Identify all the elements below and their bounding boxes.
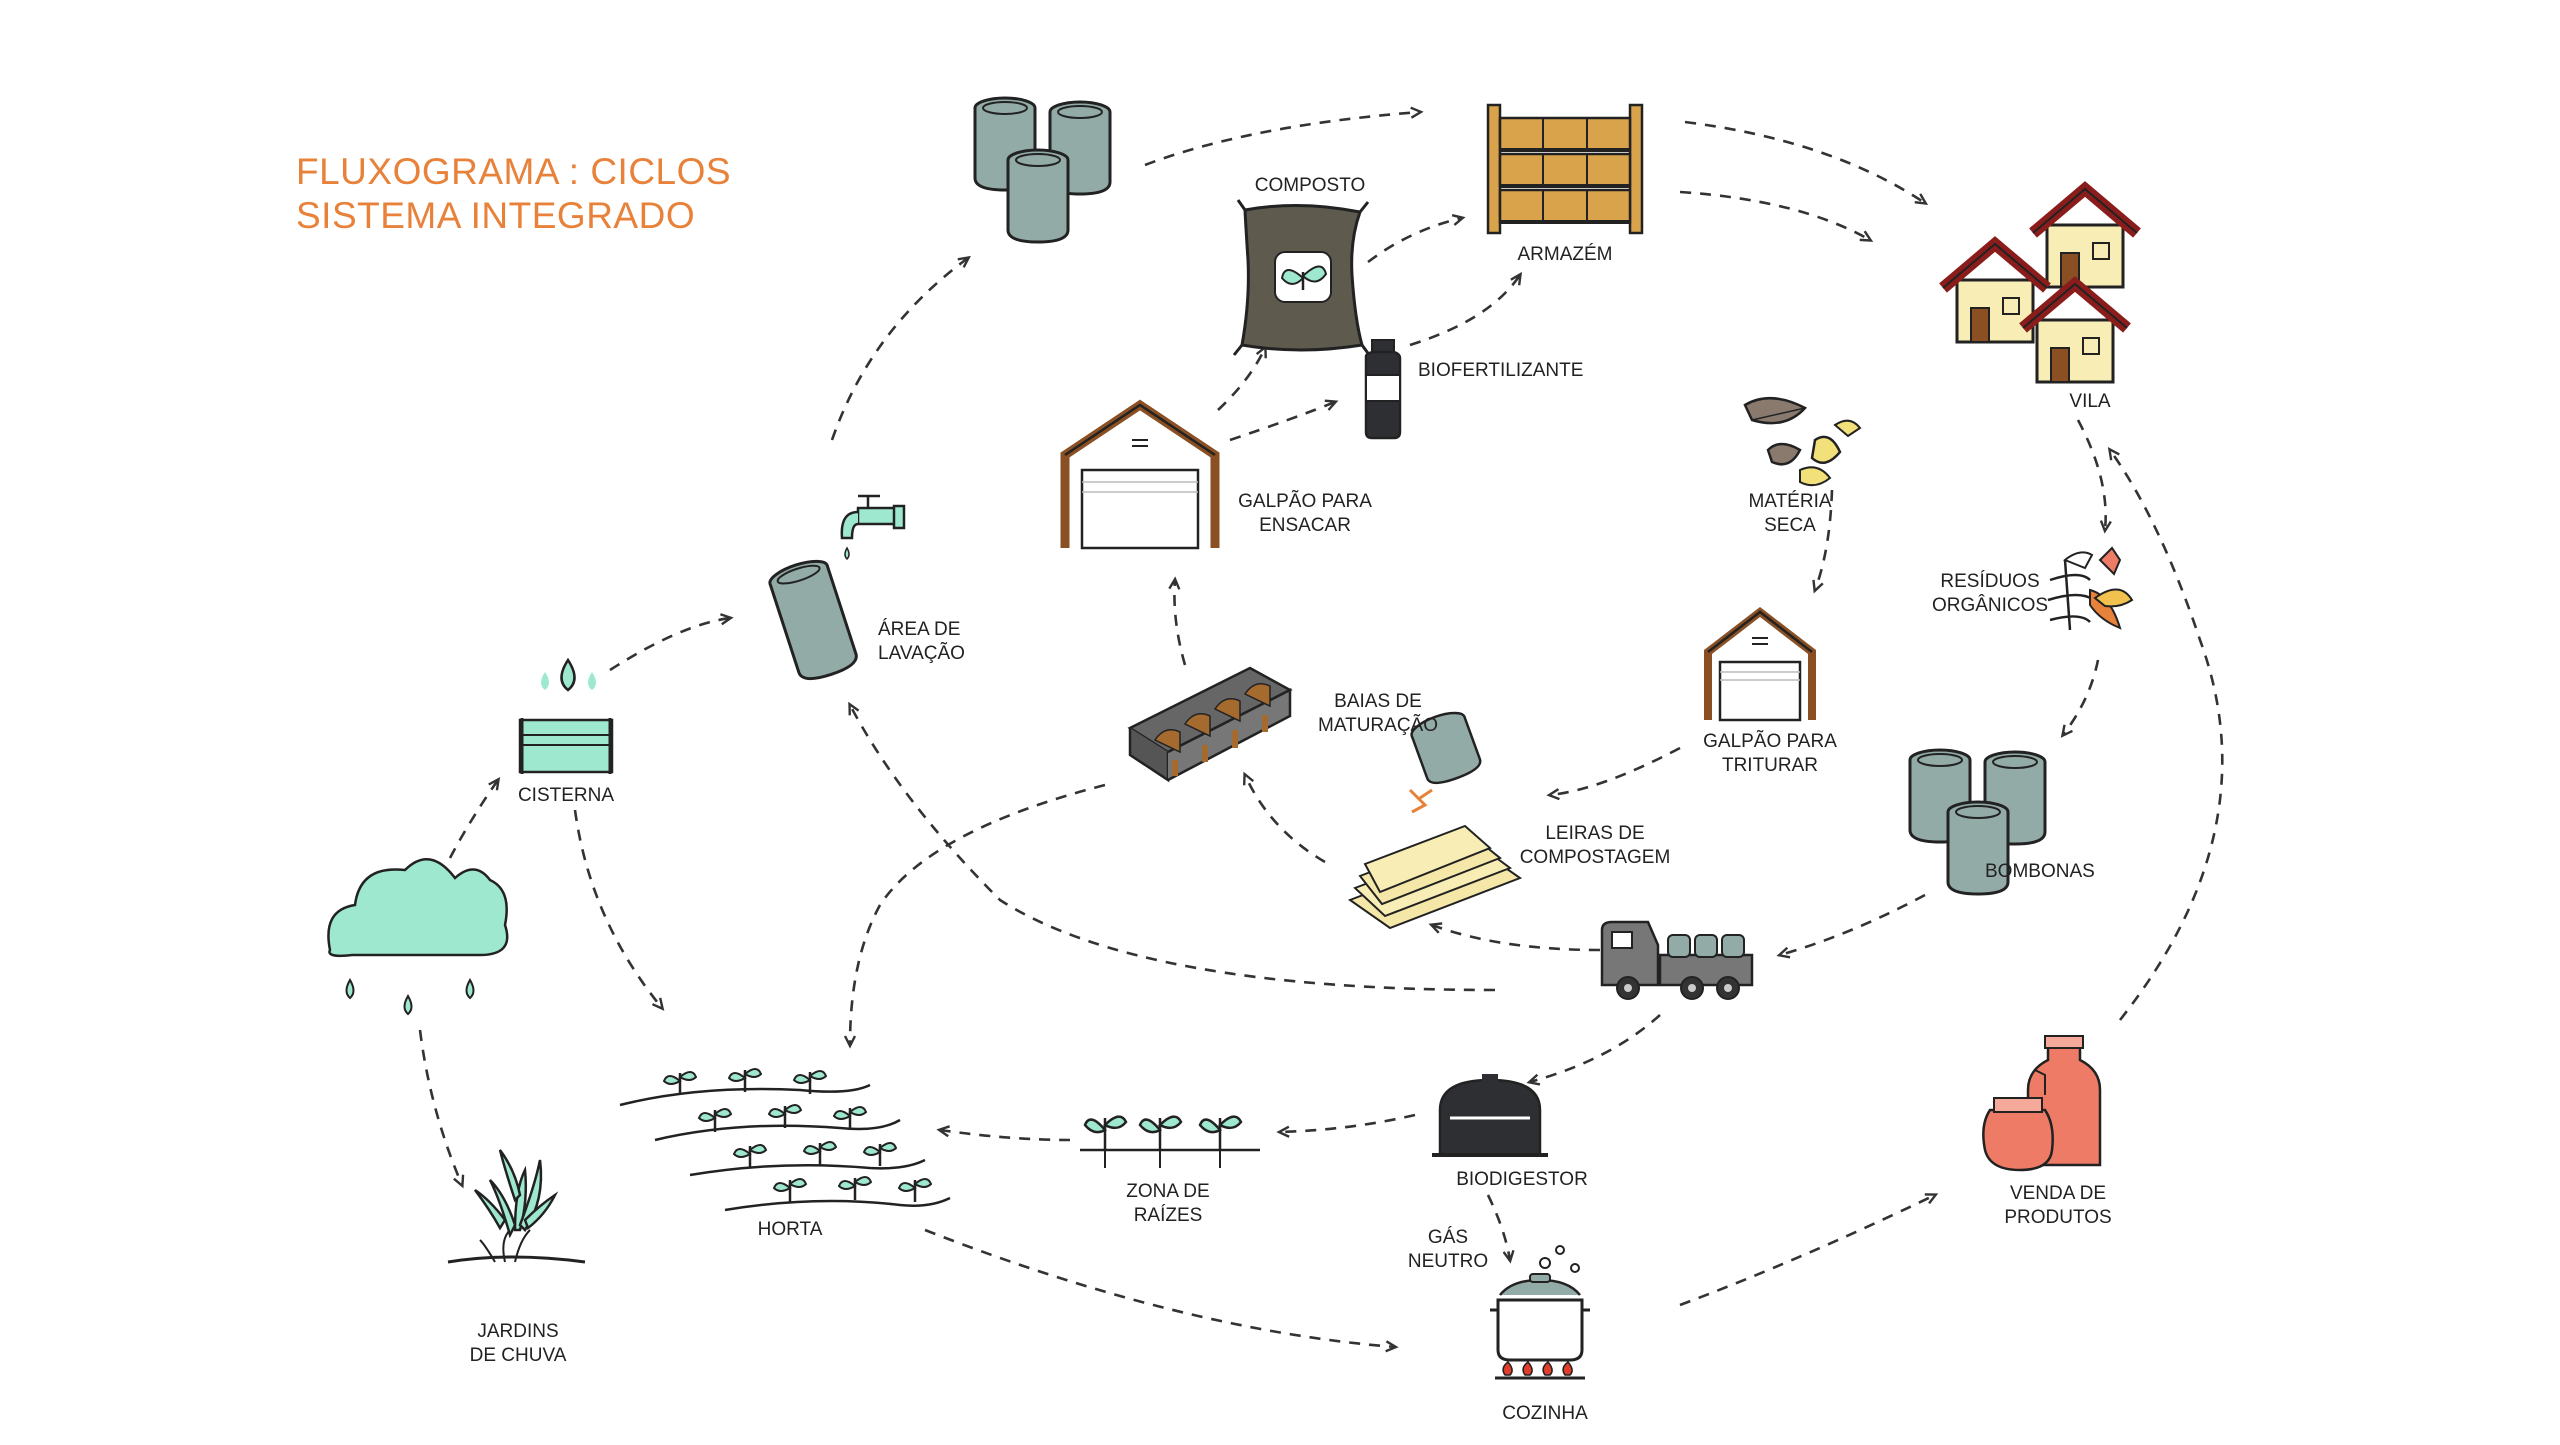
leaves-icon	[1743, 396, 1862, 487]
arrow-cisterna-lavacao	[609, 618, 730, 672]
faucet-icon	[840, 494, 906, 561]
truck-icon	[1600, 920, 1754, 1000]
label-biodigestor: BIODIGESTOR	[1456, 1169, 1588, 1190]
arrow-galpao-bio	[1229, 402, 1335, 442]
arrow-truck-leiras	[1432, 925, 1601, 952]
arrow-biodigestor-cozinha	[1486, 1194, 1510, 1260]
label-galpao-ensacar: GALPÃO PARA ENSACAR	[1238, 491, 1372, 536]
biodigester-icon	[1432, 1074, 1548, 1157]
label-cisterna: CISTERNA	[517, 785, 615, 806]
label-gas-neutro: GÁS NEUTRO	[1407, 1227, 1489, 1272]
arrow-barrels-armazem	[1144, 112, 1420, 167]
label-biofertilizante: BIOFERTILIZANTE	[1418, 360, 1584, 381]
arrow-armazem-vila-top	[1684, 120, 1925, 203]
label-residuos-organicos: RESÍDUOS ORGÂNICOS	[1931, 571, 2049, 616]
label-leiras-compostagem: LEIRAS DE COMPOSTAGEM	[1519, 823, 1671, 868]
arrow-vila-residuos	[2076, 419, 2106, 530]
label-materia-seca: MATÉRIA SECA	[1748, 491, 1832, 536]
arrow-horta-cozinha	[924, 1228, 1395, 1347]
title-line-2: SISTEMA INTEGRADO	[296, 195, 696, 236]
arrow-truck-lavacao	[850, 705, 1496, 992]
label-zona-raizes: ZONA DE RAÍZES	[1126, 1181, 1210, 1226]
maturation-bays-icon	[1127, 666, 1293, 783]
rain-garden-icon	[447, 1149, 586, 1264]
arrow-lavacao-barrels	[830, 258, 968, 441]
arrow-composto-armazem	[1367, 218, 1462, 264]
label-galpao-triturar: GALPÃO PARA TRITURAR	[1703, 731, 1837, 776]
flow-arrows	[418, 112, 2224, 1347]
label-composto: COMPOSTO	[1254, 175, 1366, 196]
title-line-1: FLUXOGRAMA : CICLOS	[296, 151, 732, 192]
arrow-baias-galpao	[1174, 580, 1187, 666]
arrow-leiras-baias	[1245, 775, 1326, 864]
arrow-baias-horta	[850, 783, 1106, 1045]
arrow-galpao-composto	[1217, 348, 1265, 411]
arrow-cloud-jardins	[418, 1029, 462, 1185]
label-baias-maturacao: BAIAS DE MATURAÇÃO	[1318, 691, 1438, 736]
arrow-cisterna-horta	[573, 809, 662, 1008]
organic-waste-icon	[2047, 546, 2134, 631]
label-cozinha: COZINHA	[1502, 1403, 1588, 1424]
bottle-icon	[1364, 339, 1402, 440]
arrow-cloud-cisterna	[448, 780, 498, 859]
arrow-truck-biodigestor	[1530, 1014, 1661, 1082]
shed-icon	[1060, 399, 1220, 550]
label-area-lavacao: ÁREA DE LAVAÇÃO	[878, 619, 965, 664]
warehouse-shelf-icon	[1486, 103, 1644, 235]
jars-icon	[1982, 1035, 2102, 1172]
arrow-raizes-horta	[940, 1130, 1071, 1142]
barrels-icon	[973, 96, 1112, 244]
label-horta: HORTA	[757, 1219, 823, 1240]
label-vila: VILA	[2069, 391, 2111, 412]
shed-icon	[1704, 606, 1816, 722]
arrow-biodigestor-raizes	[1280, 1113, 1416, 1132]
label-bombonas: BOMBONAS	[1985, 861, 2095, 882]
label-venda-produtos: VENDA DE PRODUTOS	[2004, 1183, 2112, 1228]
cistern-icon	[518, 657, 614, 774]
diagram-title: FLUXOGRAMA : CICLOS SISTEMA INTEGRADO	[296, 150, 731, 238]
arrow-venda-vila	[2110, 450, 2224, 1021]
label-armazem: ARMAZÉM	[1517, 244, 1613, 265]
label-jardins-chuva: JARDINS DE CHUVA	[469, 1321, 567, 1366]
rain-cloud-icon	[327, 857, 509, 1016]
houses-icon	[1943, 189, 2137, 382]
root-zone-icon	[1080, 1115, 1260, 1168]
compost-windrow-icon	[1347, 711, 1523, 930]
arrow-bio-armazem	[1409, 275, 1520, 347]
arrow-armazem-vila-bottom	[1679, 190, 1870, 240]
cooking-pot-icon	[1490, 1245, 1590, 1380]
compost-bag-icon	[1232, 199, 1372, 357]
arrow-galpao-tritura-leiras	[1550, 746, 1681, 795]
arrow-cozinha-venda	[1679, 1195, 1935, 1307]
arrow-bombonas-truck	[1780, 893, 1926, 955]
barrel-icon	[768, 559, 858, 681]
arrow-residuos-bombonas	[2063, 659, 2100, 735]
garden-rows-icon	[619, 1067, 951, 1212]
